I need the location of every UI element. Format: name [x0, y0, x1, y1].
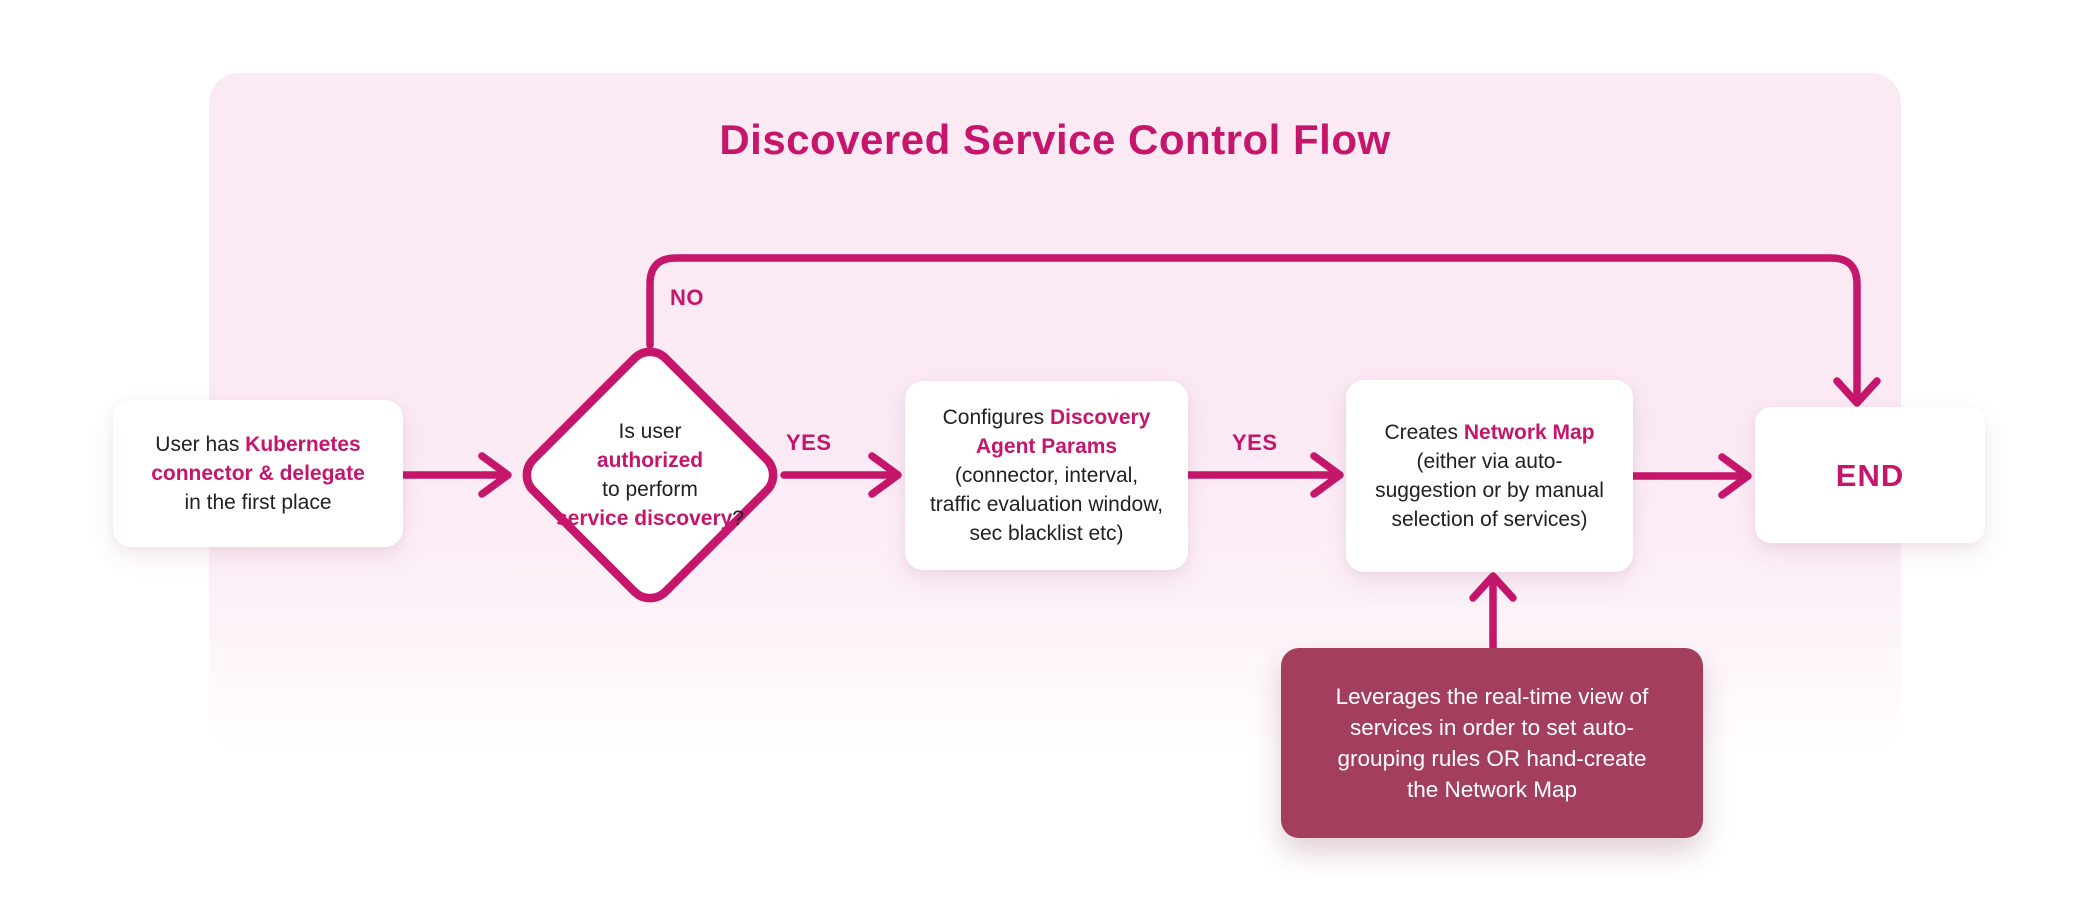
edge-label-no: NO [670, 285, 704, 310]
end-label: END [1835, 457, 1905, 493]
edge-label-yes-1: YES [786, 430, 832, 455]
node-end: END [1755, 407, 1985, 543]
diagram-title: Discovered Service Control Flow [719, 116, 1391, 163]
node-create-network-map: Creates Network Map(either via auto-sugg… [1346, 380, 1633, 572]
edge-label-yes-2: YES [1232, 430, 1278, 455]
